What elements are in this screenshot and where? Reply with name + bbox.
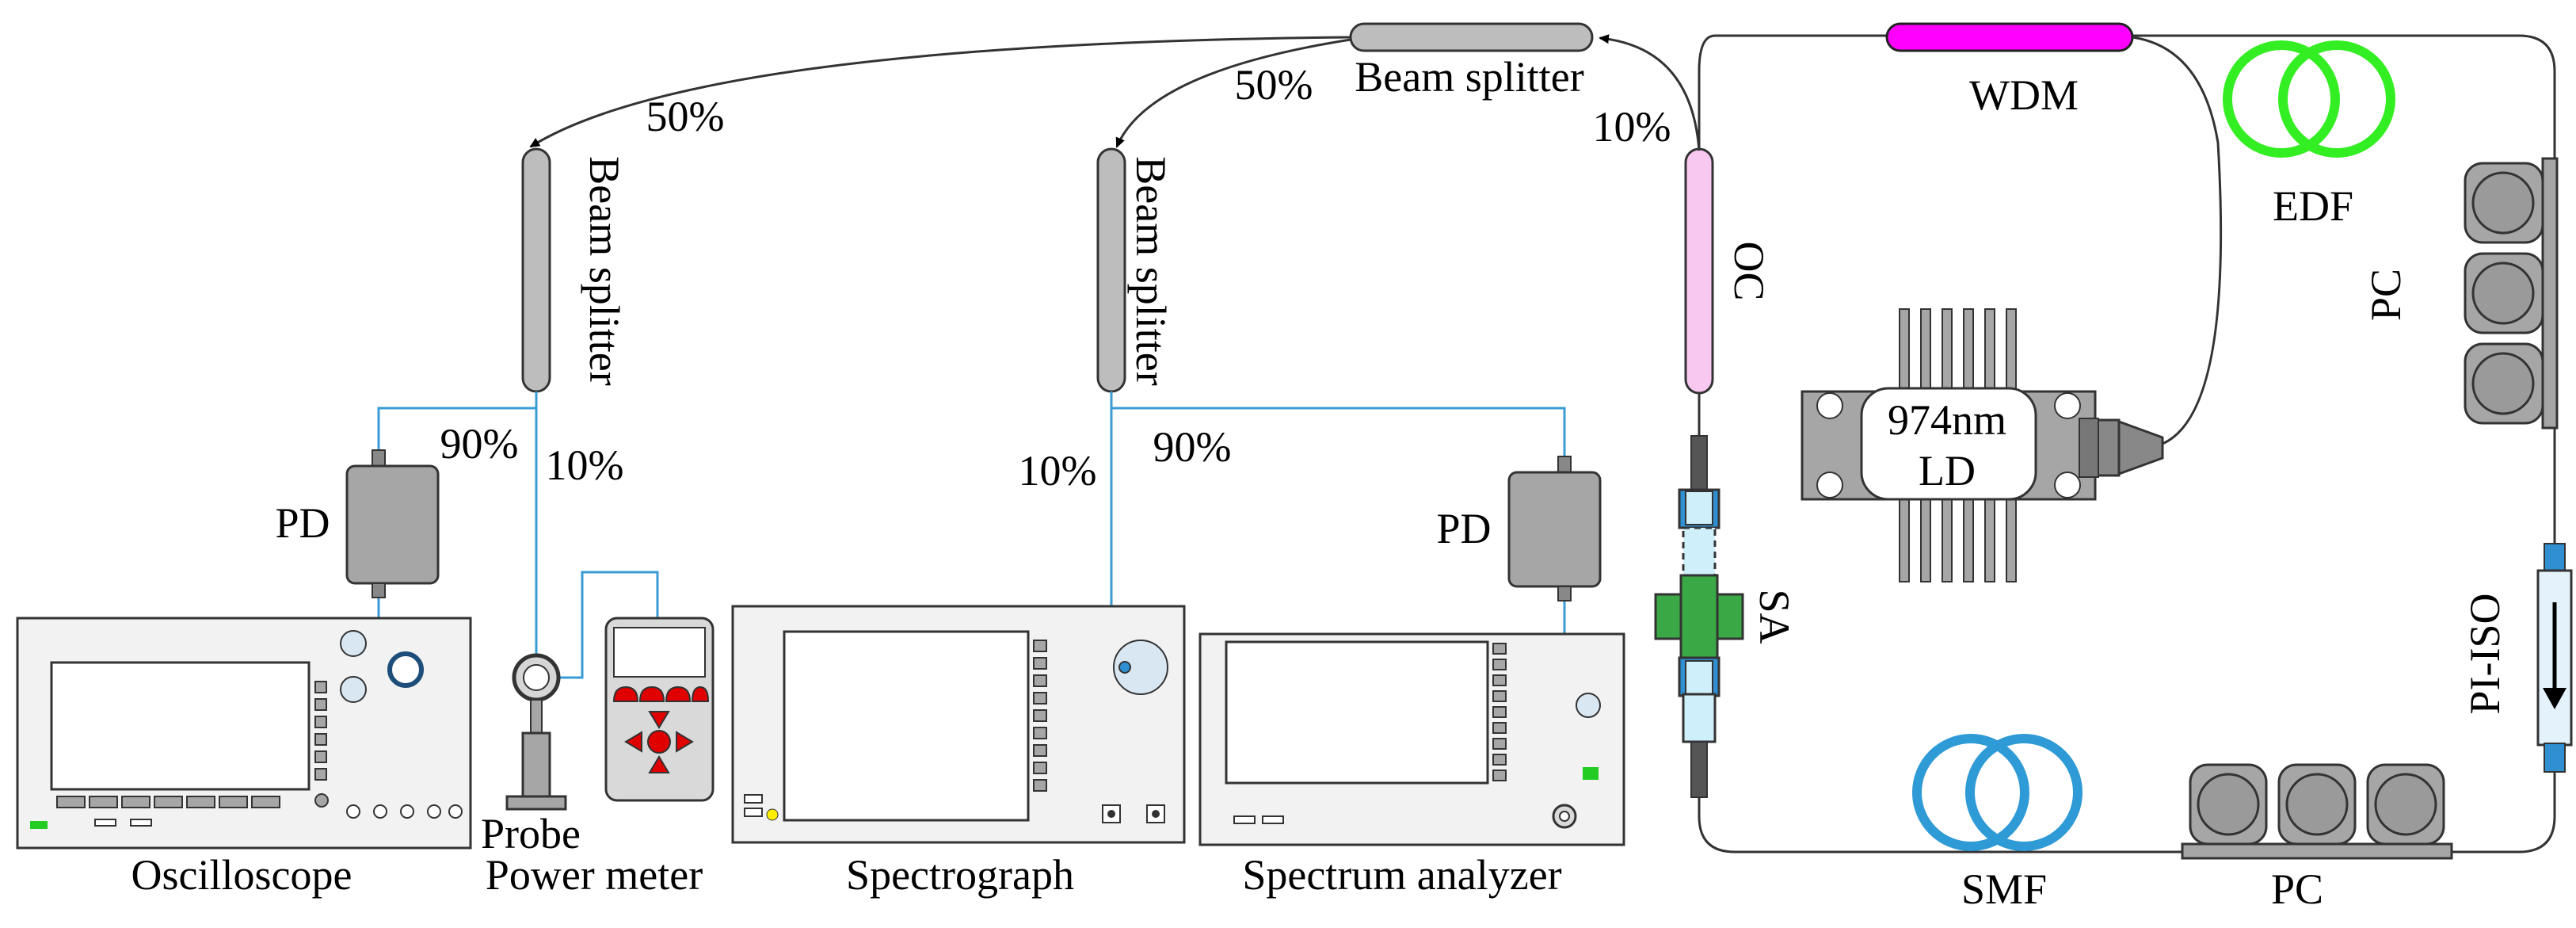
pct-10-oc-label: 10% xyxy=(1593,103,1671,151)
wdm-label: WDM xyxy=(1969,71,2079,119)
pump-laser-diode xyxy=(1801,308,2164,582)
fiber-mid-90-to-pd xyxy=(1111,407,1566,472)
smf-label: SMF xyxy=(1961,865,2047,913)
sa-label: SA xyxy=(1751,589,1798,643)
spectrograph xyxy=(731,605,1186,844)
splitter-network: Beam splitter 10% 50% 50% Beam splitter … xyxy=(521,22,1701,393)
pc-bottom-label: PC xyxy=(2271,865,2323,913)
power-meter-label: Power meter xyxy=(486,851,703,899)
beam-splitter-left-label: Beam splitter xyxy=(581,156,628,385)
beam-splitter-top-label: Beam splitter xyxy=(1355,53,1583,101)
pct-10-mid-label: 10% xyxy=(1019,447,1097,495)
beam-splitter-top xyxy=(1349,22,1594,52)
output-coupler xyxy=(1684,147,1714,395)
smf-coil xyxy=(1912,734,2083,851)
pd-right-label: PD xyxy=(1436,505,1491,552)
fiber-probe-to-meter xyxy=(559,571,659,679)
pi-iso xyxy=(2536,543,2573,773)
pc-right xyxy=(2464,157,2559,430)
beam-splitter-mid-label: Beam splitter xyxy=(1127,156,1175,385)
ld-label: LD xyxy=(1919,447,1976,495)
oscilloscope-label: Oscilloscope xyxy=(131,851,352,899)
wdm-coupler xyxy=(1885,22,2134,52)
pct-10-left-label: 10% xyxy=(546,441,624,489)
pc-bottom xyxy=(2181,763,2453,860)
photodetector-right xyxy=(1507,456,1602,601)
pct-90-left-label: 90% xyxy=(440,420,519,468)
oc-label: OC xyxy=(1725,241,1773,300)
power-meter xyxy=(604,617,714,802)
edf-coil xyxy=(2223,40,2395,158)
pct-50-left-label: 50% xyxy=(646,93,725,140)
probe-label: Probe xyxy=(481,810,581,857)
spectrum-analyzer-label: Spectrum analyzer xyxy=(1242,851,1561,899)
fiber-to-left-splitter xyxy=(529,36,1351,148)
spectrograph-label: Spectrograph xyxy=(846,851,1074,899)
saturable-absorber xyxy=(1654,435,1744,798)
spectrum-analyzer xyxy=(1198,632,1625,846)
edf-label: EDF xyxy=(2273,182,2353,230)
pd-left-label: PD xyxy=(275,499,330,547)
power-meter-probe xyxy=(505,653,567,811)
beam-splitter-mid xyxy=(1096,147,1126,393)
ring-fiber-loop xyxy=(1698,34,2556,854)
pct-90-mid-label: 90% xyxy=(1153,423,1232,471)
pc-right-label: PC xyxy=(2362,269,2410,321)
fiber-oc-to-splitter xyxy=(1599,34,1701,151)
pi-iso-label: PI-ISO xyxy=(2461,593,2509,714)
ld-wavelength-label: 974nm xyxy=(1888,396,2006,444)
fiber-to-mid-splitter xyxy=(1115,38,1351,148)
photodetector-left xyxy=(345,449,440,598)
oscilloscope xyxy=(16,617,472,850)
ring-cavity: WDM EDF PC PI-ISO xyxy=(1654,22,2573,913)
pct-50-mid-label: 50% xyxy=(1235,61,1313,109)
beam-splitter-left xyxy=(521,147,551,393)
pump-fiber xyxy=(2132,36,2223,445)
